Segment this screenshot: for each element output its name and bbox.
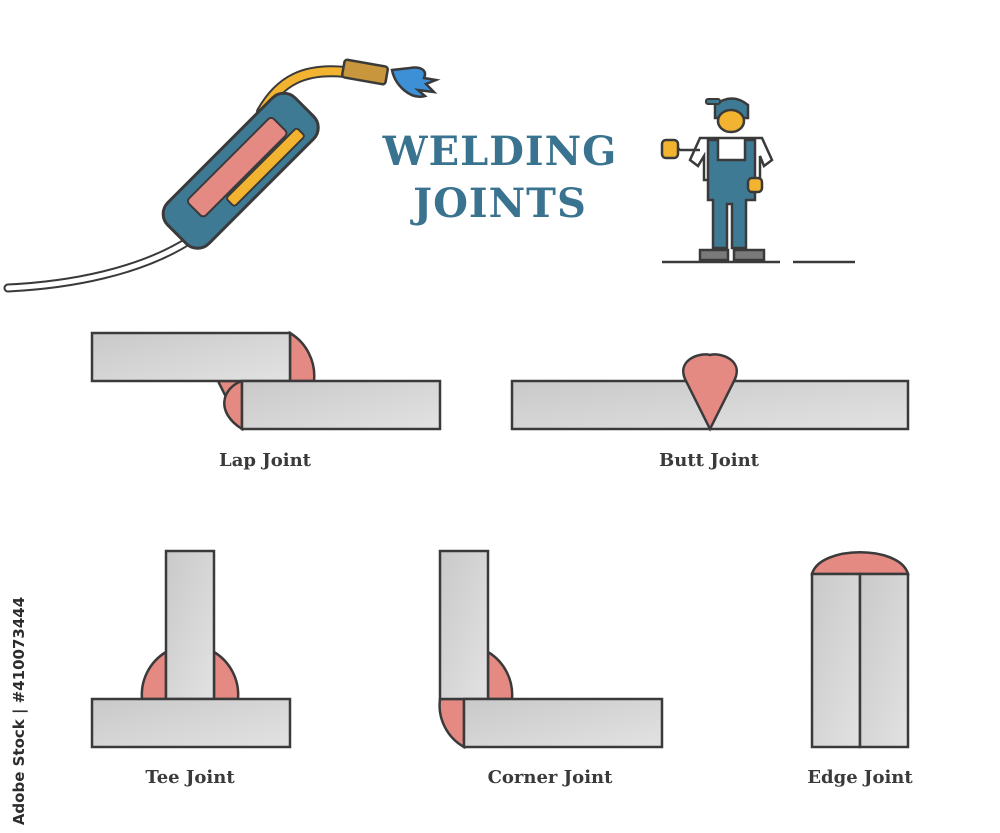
butt-joint-label: Butt Joint <box>659 450 759 471</box>
butt-joint-diagram <box>510 353 910 432</box>
page-title: WELDING JOINTS <box>340 126 660 230</box>
corner-joint-diagram <box>438 549 664 750</box>
stock-watermark: Adobe Stock | #410073444 <box>8 596 30 825</box>
tee-joint-diagram <box>90 549 292 749</box>
title-line-2: JOINTS <box>413 180 587 227</box>
stock-watermark-text: Adobe Stock | #410073444 <box>10 596 28 825</box>
tee-joint-label: Tee Joint <box>145 767 235 788</box>
welder-worker-icon <box>660 97 855 264</box>
edge-joint-label: Edge Joint <box>807 767 913 788</box>
title-line-1: WELDING <box>382 128 618 175</box>
corner-joint-label: Corner Joint <box>487 767 613 788</box>
welding-torch-icon <box>3 58 441 293</box>
edge-joint-diagram <box>810 551 910 749</box>
lap-joint-diagram <box>90 330 442 432</box>
lap-joint-label: Lap Joint <box>219 450 311 471</box>
